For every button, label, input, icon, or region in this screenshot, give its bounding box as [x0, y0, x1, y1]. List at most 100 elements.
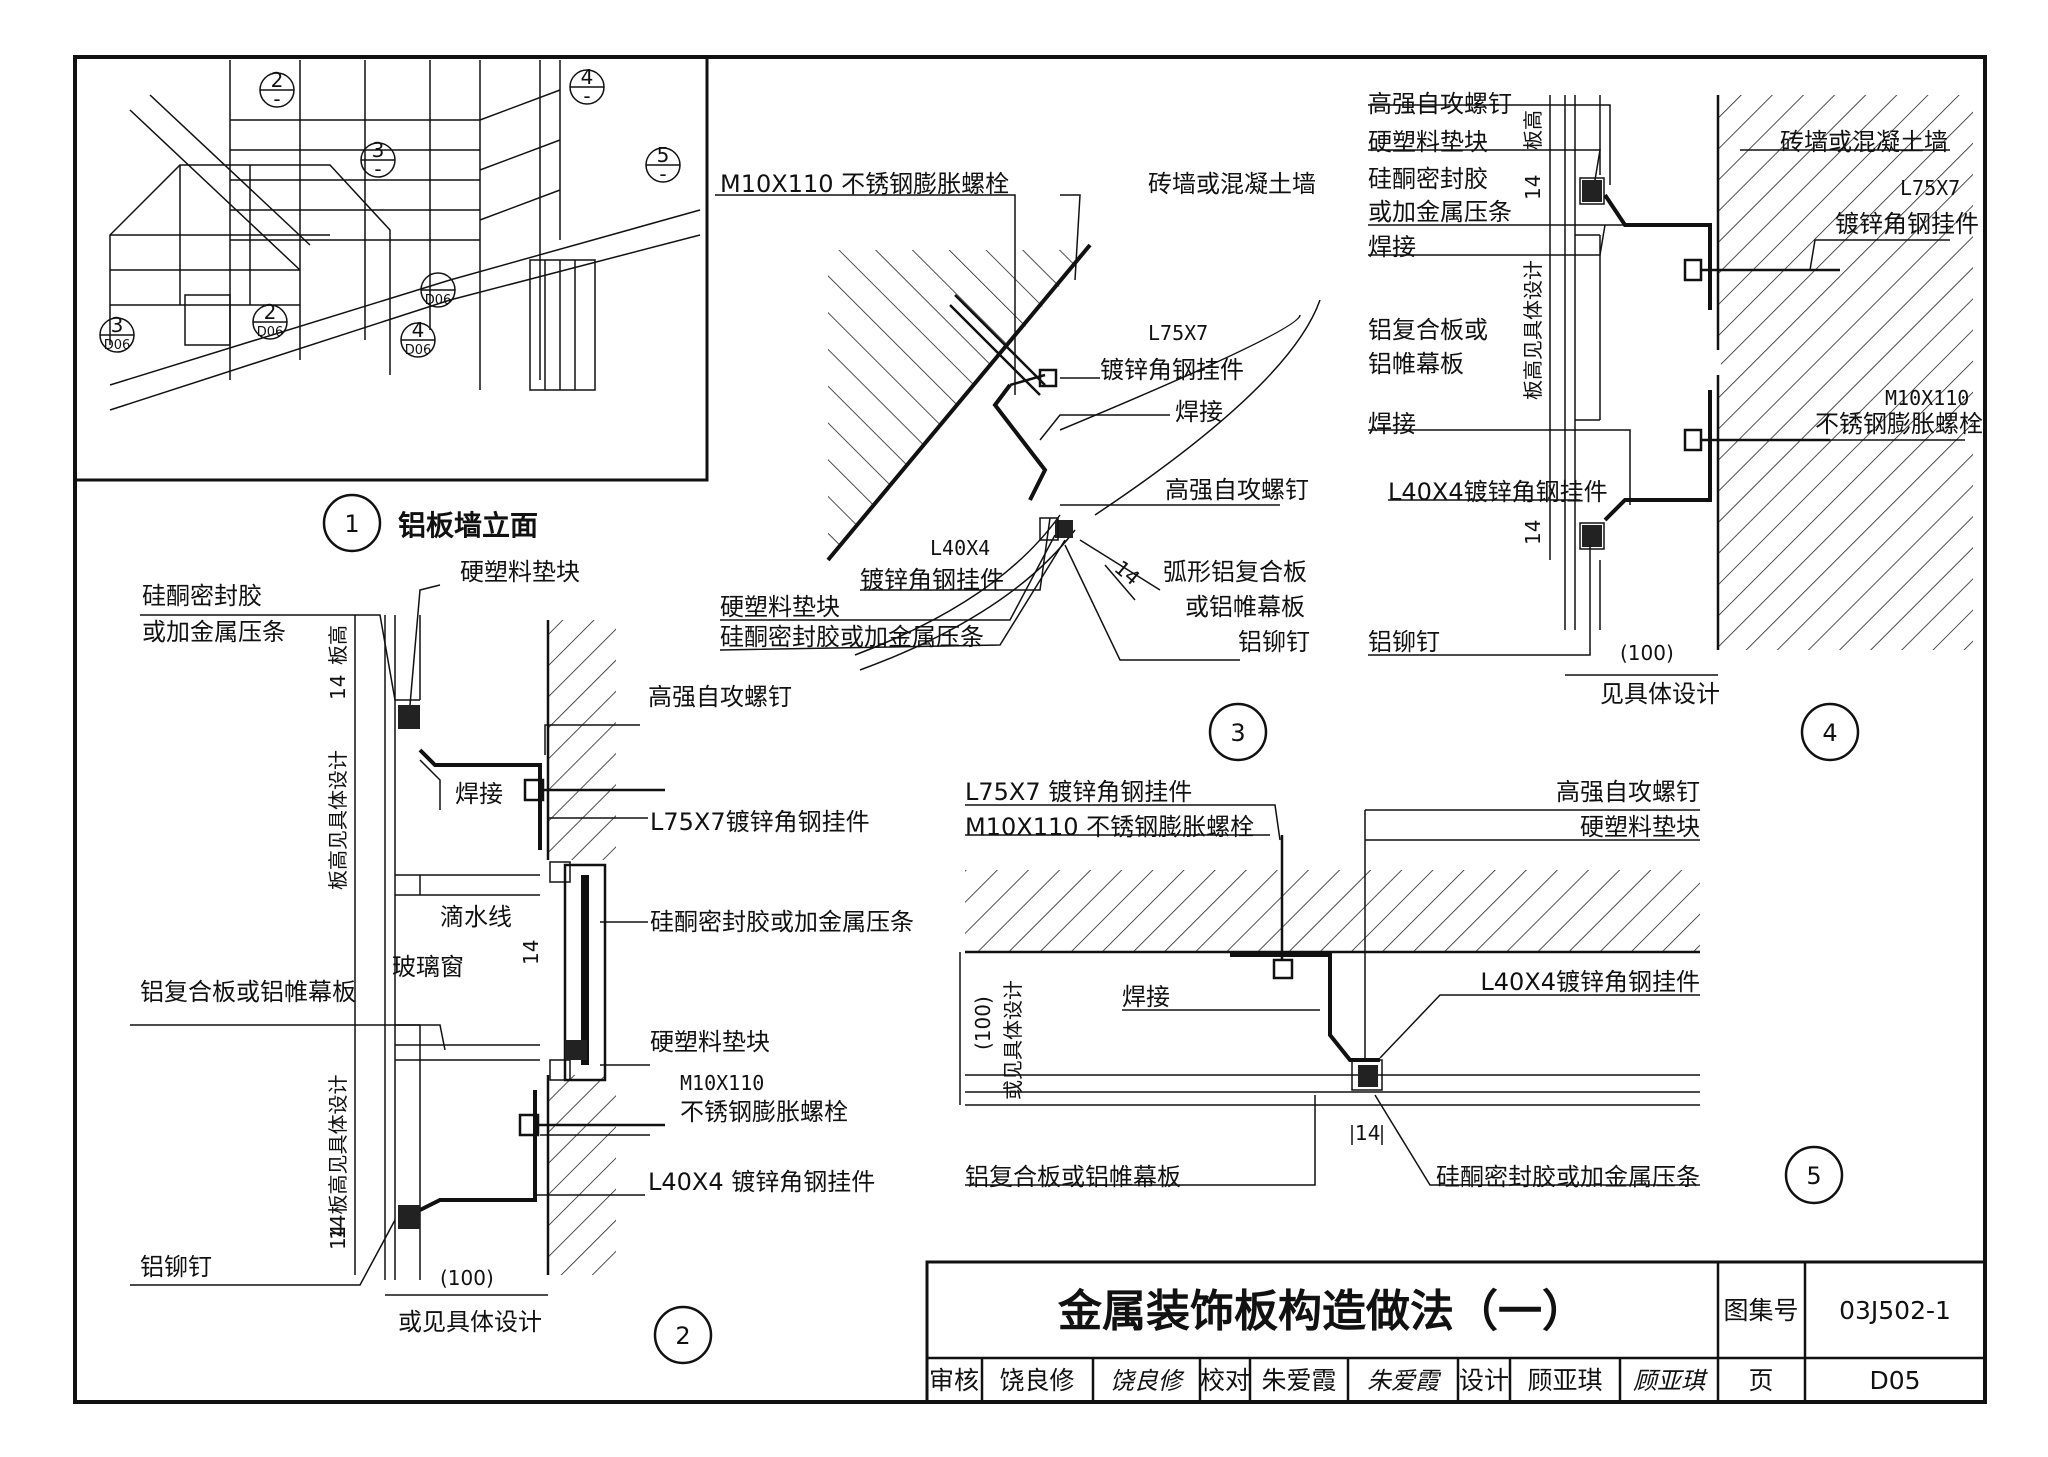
title-block-atlas-label: 图集号 — [1723, 1296, 1798, 1325]
svg-text:2: 2 — [264, 300, 277, 324]
d5-dim-14: 14 — [1355, 1121, 1380, 1145]
svg-text:D06: D06 — [405, 343, 432, 358]
d5-label-or-design: 或见具体设计 — [1001, 980, 1025, 1100]
d2-label-angle-l40: L40X4 镀锌角钢挂件 — [648, 1168, 875, 1196]
d5-label-angle-l75: L75X7 镀锌角钢挂件 — [965, 778, 1192, 806]
title-block-checker-signature: 朱爱霞 — [1367, 1367, 1442, 1395]
d4-label-hard-plastic: 硬塑料垫块 — [1368, 128, 1488, 156]
detail-2-wall-bottom — [548, 1075, 616, 1275]
title-block-review-label: 审核 — [929, 1366, 979, 1395]
d4-label-bolt-size: M10X110 — [1885, 386, 1969, 410]
detail-2-number: 2 — [675, 1322, 690, 1350]
d2-dim-14-top: 14 — [326, 675, 350, 700]
d2-label-glass-window: 玻璃窗 — [392, 953, 464, 981]
detail-2-number-circle — [653, 1305, 713, 1365]
svg-text:-: - — [583, 84, 590, 108]
d5-label-silicone: 硅酮密封胶或加金属压条 — [1436, 1163, 1700, 1191]
d4-label-angle-l75-size: L75X7 — [1900, 176, 1960, 200]
callout-3-d06: 3 D06 — [99, 313, 135, 353]
detail-1-frame — [73, 55, 709, 482]
svg-text:2: 2 — [271, 68, 284, 92]
d2-label-weld: 焊接 — [455, 780, 503, 808]
d2-dim-100: (100) — [440, 1266, 494, 1290]
d3-label-weld: 焊接 — [1175, 398, 1223, 426]
d3-label-angle-l75-name: 镀锌角钢挂件 — [1100, 356, 1244, 384]
svg-text:3: 3 — [111, 313, 124, 337]
svg-text:D06: D06 — [104, 338, 131, 353]
detail-1-title: 铝板墙立面 — [398, 509, 538, 542]
title-block-title: 金属装饰板构造做法（一） — [1057, 1286, 1586, 1337]
detail-4-number: 4 — [1822, 719, 1837, 747]
d2-label-al-panel: 铝复合板或铝帷幕板 — [140, 978, 356, 1006]
title-block-page-label: 页 — [1748, 1366, 1773, 1395]
d5-label-weld: 焊接 — [1122, 983, 1170, 1011]
d2-panel-height-design: 板高见具体设计 — [326, 750, 350, 890]
detail-3-number: 3 — [1230, 719, 1245, 747]
d4-label-screw: 高强自攻螺钉 — [1368, 90, 1512, 118]
detail-3-number-circle — [1208, 702, 1268, 762]
d4-label-silicone: 硅酮密封胶 — [1368, 165, 1488, 193]
d4-label-wall: 砖墙或混凝土墙 — [1780, 128, 1948, 156]
title-block-reviewer-signature: 饶良修 — [1110, 1367, 1185, 1395]
title-block-atlas-no: 03J502-1 — [1839, 1296, 1951, 1325]
d2-label-hard-plastic-bottom: 硬塑料垫块 — [650, 1028, 770, 1056]
detail-1: 2 - 4 - 3 - 5 - D06 — [73, 55, 709, 553]
detail-4-wall — [1718, 95, 1973, 650]
svg-text:-: - — [273, 87, 280, 111]
d4-label-metal-strip: 或加金属压条 — [1368, 198, 1512, 226]
d2-label-silicone: 硅酮密封胶 — [142, 582, 262, 610]
d3-label-wall: 砖墙或混凝土墙 — [1148, 170, 1316, 198]
d5-label-angle-l40: L40X4镀锌角钢挂件 — [1480, 968, 1700, 996]
d2-label-rivet: 铝铆钉 — [140, 1253, 212, 1281]
d4-label-al-panel-1: 铝复合板或 — [1368, 316, 1488, 344]
d4-label-al-panel-2: 铝帷幕板 — [1368, 350, 1464, 378]
callout-5-top: 5 - — [645, 143, 681, 186]
detail-3: 14 M10X110 不锈钢膨胀螺栓 砖墙或混凝土墙 L75X7 镀锌角钢挂件 … — [715, 170, 1321, 762]
callout-2-top: 2 - — [259, 68, 295, 111]
d3-label-angle-l75-size: L75X7 — [1148, 321, 1208, 345]
detail-5-number: 5 — [1806, 1162, 1821, 1190]
detail-5-number-circle — [1784, 1145, 1844, 1205]
title-block: 金属装饰板构造做法（一） 图集号 03J502-1 审核 饶良修 饶良修 校对 … — [925, 1260, 1987, 1404]
d5-label-al-panel: 铝复合板或铝帷幕板 — [965, 1163, 1181, 1191]
svg-text:D06: D06 — [425, 293, 452, 308]
callout-4-d06: 4 D06 — [400, 318, 436, 358]
d3-label-screw: 高强自攻螺钉 — [1165, 476, 1309, 504]
d2-label-or-design: 或见具体设计 — [398, 1308, 542, 1336]
d2-panel-height-design-b: 14板高见具体设计 — [326, 1075, 350, 1240]
d3-label-curved-panel: 弧形铝复合板 — [1163, 558, 1307, 586]
d2-label-bolt-name: 不锈钢膨胀螺栓 — [680, 1098, 848, 1126]
d2-label-angle-l75: L75X7镀锌角钢挂件 — [650, 808, 870, 836]
d5-dim-100: (100) — [971, 996, 995, 1050]
svg-text:-: - — [374, 157, 381, 181]
d4-label-see-design: 见具体设计 — [1600, 680, 1720, 708]
detail-2: 硅酮密封胶 或加金属压条 硬塑料垫块 高强自攻螺钉 焊接 L75X7镀锌角钢挂件… — [130, 558, 914, 1365]
svg-text:4: 4 — [581, 65, 594, 89]
svg-text:4: 4 — [412, 318, 425, 342]
title-block-designer: 顾亚琪 — [1527, 1366, 1602, 1395]
d2-label-hard-plastic-top: 硬塑料垫块 — [460, 558, 580, 586]
d4-label-angle-l75-name: 镀锌角钢挂件 — [1835, 210, 1979, 238]
detail-2-window — [563, 863, 607, 1082]
title-block-design-label: 设计 — [1459, 1366, 1509, 1395]
svg-text:D06: D06 — [257, 325, 284, 340]
svg-text:3: 3 — [372, 138, 385, 162]
d2-label-screw: 高强自攻螺钉 — [648, 683, 792, 711]
d3-label-hard-plastic: 硬塑料垫块 — [720, 593, 840, 621]
d3-label-angle-l40-name: 镀锌角钢挂件 — [860, 566, 1004, 594]
detail-4-number-circle — [1800, 702, 1860, 762]
d3-label-bolt: M10X110 不锈钢膨胀螺栓 — [720, 170, 1009, 198]
detail-2-wall-top — [548, 620, 616, 860]
d3-dim-14: 14 — [1110, 555, 1145, 590]
title-block-checker: 朱爱霞 — [1261, 1366, 1336, 1395]
svg-text:5: 5 — [657, 143, 670, 167]
d2-label-bolt-size: M10X110 — [680, 1071, 764, 1095]
title-block-page-no: D05 — [1869, 1366, 1920, 1395]
d4-label-angle-l40: L40X4镀锌角钢挂件 — [1388, 478, 1608, 506]
d4-label-weld-top: 焊接 — [1368, 233, 1416, 261]
d2-label-metal-strip: 或加金属压条 — [142, 618, 286, 646]
d3-label-or-curtain: 或铝帷幕板 — [1185, 593, 1305, 621]
d2-label-silicone-full: 硅酮密封胶或加金属压条 — [650, 908, 914, 936]
d4-panel-height-design: 板高见具体设计 — [1521, 260, 1545, 400]
